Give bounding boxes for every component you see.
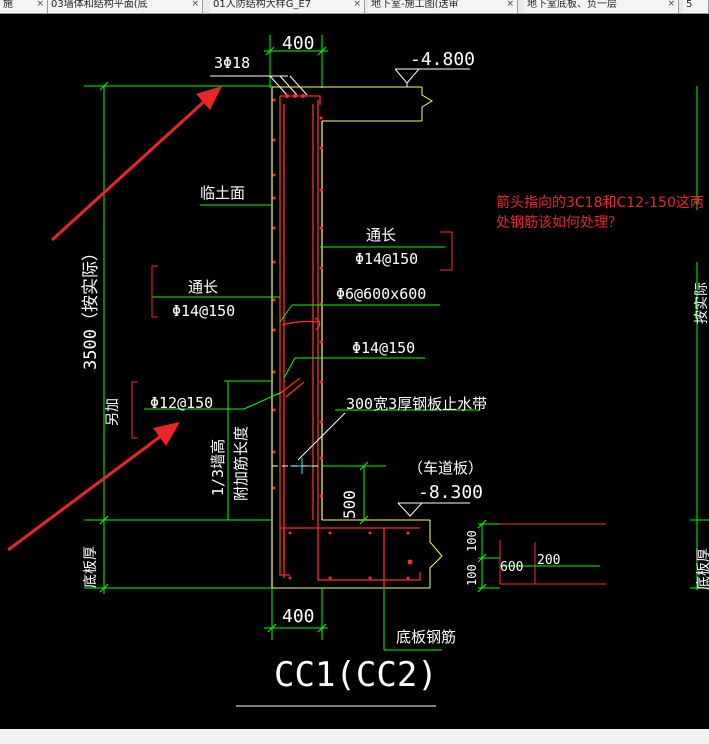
dim-200: 200 [537, 553, 561, 568]
slab-thickness-left: 底板厚 [83, 546, 99, 588]
rebar-phi14-left: Φ14@150 [172, 302, 236, 320]
one-third-wall-label: 1/3墙高 [209, 438, 227, 496]
slab-rebar-leader [383, 590, 442, 651]
close-icon[interactable]: × [506, 0, 514, 9]
dimension-500-label: 500 [340, 490, 359, 519]
elevation-marker-top [394, 68, 470, 87]
anchor-length-label: 附加筋长度 [232, 425, 250, 501]
height-dimension [84, 81, 272, 594]
file-tab-1[interactable]: 施× [0, 0, 48, 13]
right-detail [477, 519, 606, 593]
waterstop-leader [297, 412, 346, 461]
file-tab-5[interactable]: 地下室底板、负一层 × [524, 0, 679, 13]
drawing-svg [7, 35, 709, 707]
soil-face-label: 临土面 [200, 184, 246, 202]
close-icon[interactable]: × [353, 0, 361, 9]
file-tab-6[interactable]: 5 [683, 0, 709, 13]
rebar-dots [272, 94, 413, 580]
dim-100-upper: 100 [465, 530, 479, 552]
bottom-dimension [264, 588, 328, 640]
rebar-3phi18-label: 3Φ18 [214, 54, 251, 72]
rebar-phi12: Φ12@150 [150, 394, 214, 412]
top-dimension [264, 35, 328, 88]
section-title: CC1(CC2) [274, 655, 438, 695]
close-icon[interactable]: × [667, 0, 675, 9]
file-tab-label: 5 [686, 0, 693, 10]
elevation-marker-bottom [397, 502, 470, 517]
slab-thickness-right: 底板厚 [696, 548, 709, 590]
leader-lines [144, 204, 480, 521]
cad-drawing-canvas[interactable]: 400 3Φ18 -4.800 临土面 通长 Φ14@150 通长 Φ14@15… [0, 14, 709, 729]
file-tab-2[interactable]: 03墙体和结构平面(底 × [48, 0, 203, 13]
dim-600: 600 [500, 560, 524, 575]
through-long-right: 通长 [366, 226, 397, 244]
wall-outline [271, 87, 323, 588]
file-tab-label: 地下室-施工图(送审 [371, 0, 459, 10]
annotation-arrow-top [50, 86, 222, 242]
rebar-phi14-right-top: Φ14@150 [355, 250, 419, 268]
close-icon[interactable]: × [36, 0, 44, 9]
rebar-phi14-right-mid: Φ14@150 [352, 339, 416, 357]
wall-rebars [277, 95, 421, 590]
file-tab-label: 地下室底板、负一层 [527, 0, 617, 10]
waterstop-label: 300宽3厚钢板止水带 [346, 395, 488, 413]
height-dimension-label: 3500（按实际） [81, 244, 101, 370]
far-right-fragment [690, 86, 709, 590]
file-tab-label: 01人防结构大样G_E7 [213, 0, 312, 10]
extra-add-label: 另加 [105, 398, 121, 426]
file-tab-label: 施 [3, 0, 13, 10]
bottom-width-dimension: 400 [282, 606, 315, 627]
ramp-label: （车道板） [408, 459, 484, 477]
file-tab-3[interactable]: 01人防结构大样G_E7 × [210, 0, 365, 13]
file-tab-label: 03墙体和结构平面(底 [51, 0, 148, 10]
elevation-top: -4.800 [410, 49, 476, 70]
top-slab-outline [272, 86, 433, 122]
right-edge-label: 按实际 [694, 282, 709, 324]
slab-rebar-label: 底板钢筋 [396, 628, 457, 646]
elevation-bottom: -8.300 [418, 482, 484, 503]
annotation-arrow-bottom [7, 422, 180, 552]
red-brackets [131, 231, 453, 439]
bottom-slab-outline [272, 519, 443, 589]
status-bar [0, 729, 709, 744]
rebar-3phi18-leader [210, 75, 308, 96]
dimension-500 [322, 461, 386, 525]
through-long-left: 通长 [188, 278, 219, 296]
file-tab-bar: 施× 03墙体和结构平面(底× 01人防结构大样G_E7× 地下室-施工图(送审… [0, 0, 709, 14]
top-width-dimension: 400 [282, 33, 315, 54]
dim-100-lower: 100 [465, 564, 479, 586]
rebar-phi6: Φ6@600x600 [336, 285, 427, 303]
annotation-question: 箭头指向的3C18和C12-150这两处钢筋该如何处理？ [496, 195, 704, 231]
file-tab-4[interactable]: 地下室-施工图(送审 × [368, 0, 518, 13]
close-icon[interactable]: × [191, 0, 199, 9]
